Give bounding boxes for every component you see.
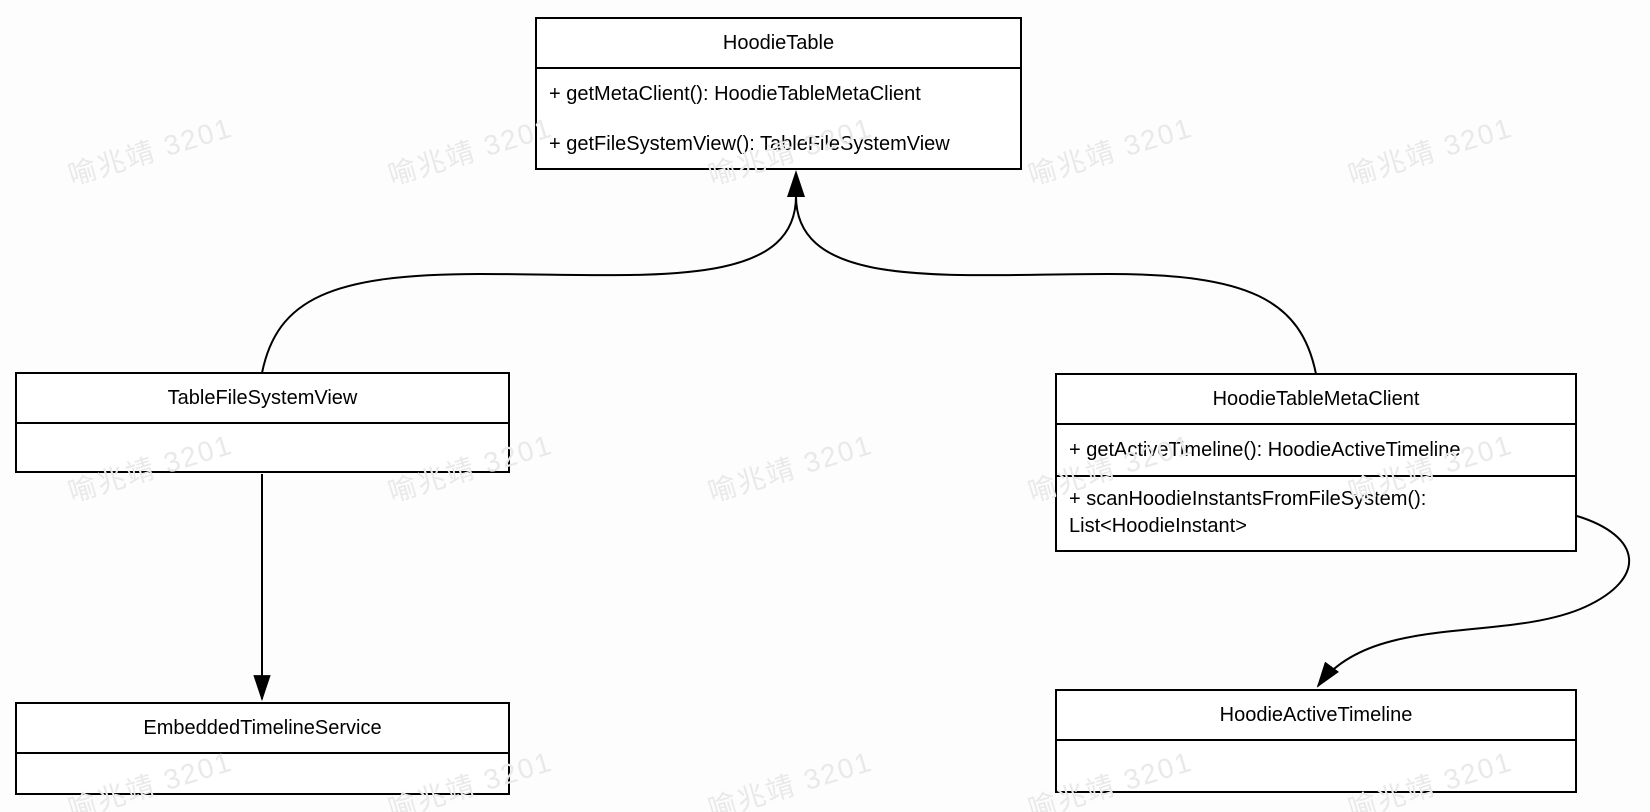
class-title: HoodieTableMetaClient (1057, 375, 1575, 425)
method-label: + getMetaClient(): HoodieTableMetaClient (549, 82, 921, 105)
class-title: EmbeddedTimelineService (17, 704, 508, 754)
class-embeddedtimelineservice: EmbeddedTimelineService (15, 702, 510, 795)
edge-tablefilesystemview-to-hoodietable (261, 195, 797, 374)
class-empty-section (17, 424, 508, 471)
class-hoodietablemetaclient: HoodieTableMetaClient + getActiveTimelin… (1055, 373, 1577, 552)
class-methods-section: + getActiveTimeline(): HoodieActiveTimel… (1057, 425, 1575, 475)
edge-hoodietablemetaclient-to-hoodietable (795, 195, 1317, 375)
class-methods-section: + getMetaClient(): HoodieTableMetaClient… (537, 69, 1020, 168)
method-label: + scanHoodieInstantsFromFileSystem(): Li… (1069, 488, 1427, 537)
method-label: + getFileSystemView(): TableFileSystemVi… (549, 132, 950, 155)
class-title: HoodieActiveTimeline (1057, 691, 1575, 741)
edge-hoodietablemetaclient-to-hoodieactivetimeline (1316, 515, 1630, 688)
merge-arrowhead-icon (787, 170, 805, 197)
class-tablefilesystemview: TableFileSystemView (15, 372, 510, 473)
method-label: + getActiveTimeline(): HoodieActiveTimel… (1069, 438, 1461, 461)
class-empty-section (17, 754, 508, 793)
class-empty-section (1057, 741, 1575, 791)
class-methods-section: + scanHoodieInstantsFromFileSystem(): Li… (1057, 475, 1575, 550)
class-hoodietable: HoodieTable + getMetaClient(): HoodieTab… (535, 17, 1022, 170)
class-title: TableFileSystemView (17, 374, 508, 424)
class-title: HoodieTable (537, 19, 1020, 69)
class-hoodieactivetimeline: HoodieActiveTimeline (1055, 689, 1577, 793)
